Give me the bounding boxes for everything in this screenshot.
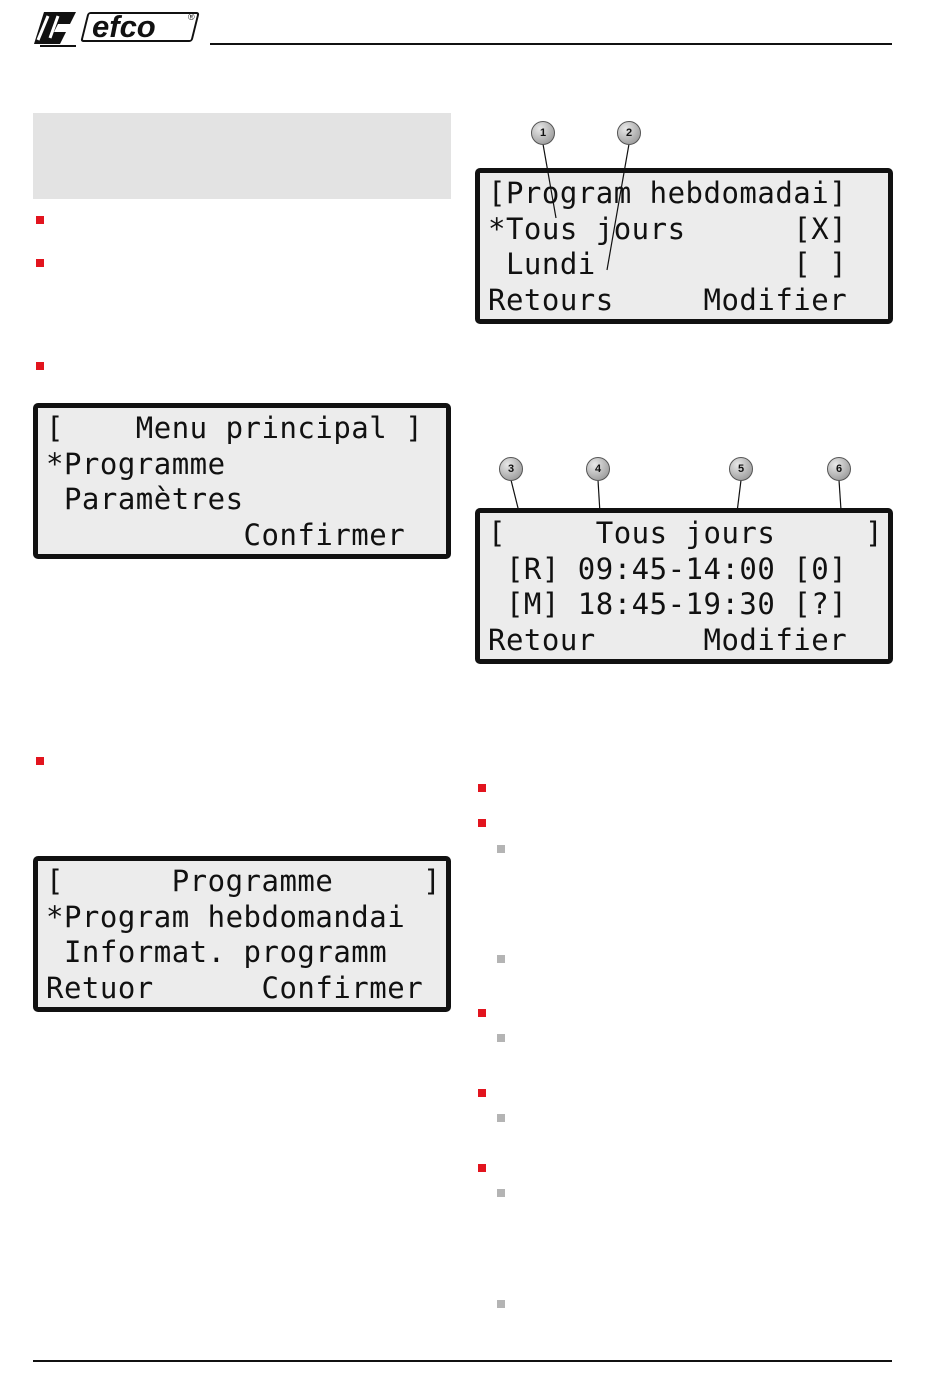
bullet-red: [478, 1089, 486, 1097]
lcd-line: Retour Modifier: [488, 622, 848, 657]
lcd-main-menu: [ Menu principal ] *Programme Paramètres…: [33, 403, 451, 559]
bullet-red: [478, 1164, 486, 1172]
bullet-red: [478, 819, 486, 827]
lcd-all-days: [ Tous jours ] [R] 09:45-14:00 [0] [M] 1…: [475, 508, 893, 664]
lcd-line: [ Menu principal ]: [46, 411, 424, 445]
lcd-line: [Program hebdomadai]: [488, 176, 848, 210]
callout-4: 4: [586, 457, 610, 481]
lcd-line: [M] 18:45-19:30 [?]: [488, 587, 848, 621]
lcd-line: [ Programme ]: [46, 864, 442, 898]
section-banner: [33, 113, 451, 199]
footer-rule: [33, 1360, 892, 1362]
registered-mark: ®: [188, 12, 195, 22]
bullet-grey: [497, 845, 505, 853]
lcd-line: *Program hebdomandai: [46, 899, 406, 934]
bullet-grey: [497, 1300, 505, 1308]
bullet-grey: [497, 955, 505, 963]
bullet-red: [478, 784, 486, 792]
callout-3: 3: [499, 457, 523, 481]
lcd-line: Lundi [ ]: [488, 247, 848, 281]
lcd-line: [ Tous jours ]: [488, 516, 884, 550]
lcd-line: Retuor Confirmer: [46, 970, 424, 1005]
brand-logo-text: efco: [92, 9, 156, 44]
lcd-line: Informat. programm: [46, 935, 388, 969]
callout-2: 2: [617, 121, 641, 145]
bullet-grey: [497, 1034, 505, 1042]
lcd-programme: [ Programme ] *Program hebdomandai Infor…: [33, 856, 451, 1012]
lcd-line: [R] 09:45-14:00 [0]: [488, 551, 848, 586]
bullet-grey: [497, 1189, 505, 1197]
header-rule: [210, 43, 892, 45]
bullet-red: [36, 216, 44, 224]
callout-5: 5: [729, 457, 753, 481]
bullet-grey: [497, 1114, 505, 1122]
callout-1: 1: [531, 121, 555, 145]
bullet-red: [478, 1009, 486, 1017]
lcd-line: Confirmer: [46, 517, 406, 552]
bullet-red: [36, 259, 44, 267]
lcd-line: Paramètres: [46, 482, 244, 516]
lcd-weekly-program: [Program hebdomadai] *Tous jours [X] Lun…: [475, 168, 893, 324]
lcd-line: *Programme: [46, 446, 226, 481]
callout-6: 6: [827, 457, 851, 481]
bullet-red: [36, 362, 44, 370]
efco-logo-icon: [34, 12, 76, 47]
bullet-red: [36, 757, 44, 765]
lcd-line: Retours Modifier: [488, 282, 848, 317]
lcd-line: *Tous jours [X]: [488, 211, 848, 246]
